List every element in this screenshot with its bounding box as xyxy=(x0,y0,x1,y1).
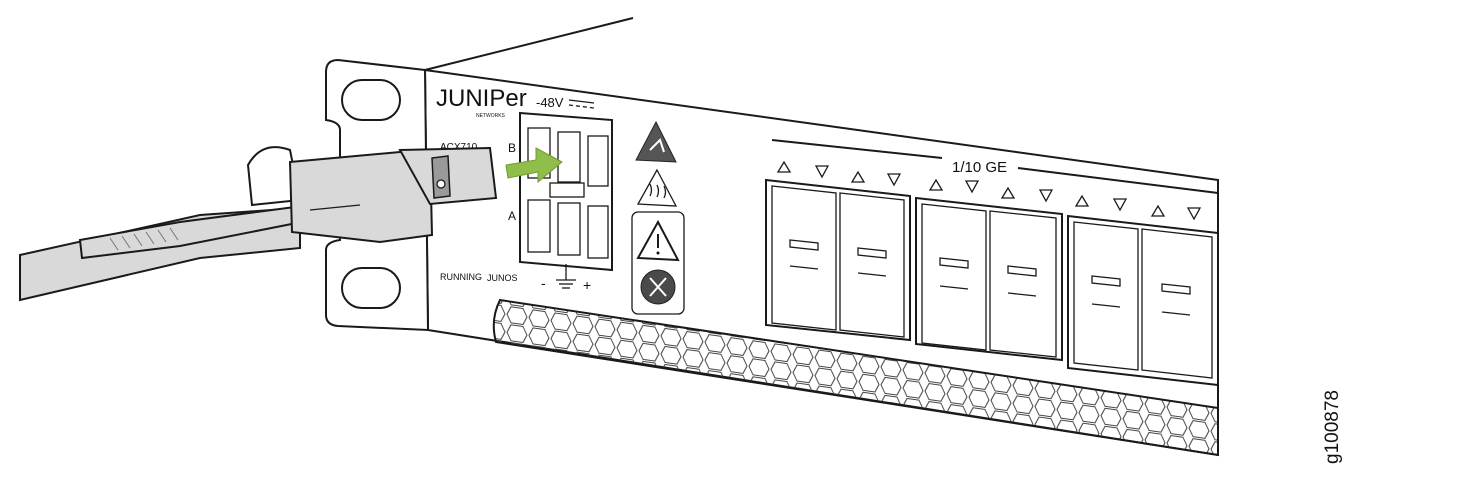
port-arrow-down-icon xyxy=(1112,198,1128,212)
port-arrow-down-icon xyxy=(1038,189,1054,203)
figure-id-container: g100878 xyxy=(1300,360,1360,470)
port-arrow-up-icon xyxy=(850,170,866,183)
port-arrow-down-icon xyxy=(886,173,902,187)
rack-ear-hole-bottom xyxy=(341,267,401,309)
vent-grille xyxy=(492,298,1219,457)
port-arrow-down-icon xyxy=(964,180,980,194)
label-plate xyxy=(631,211,685,315)
insert-arrow-icon xyxy=(505,147,563,184)
caution-icon xyxy=(636,219,680,262)
chassis-top-edge xyxy=(424,17,634,71)
running-label: RUNNING xyxy=(440,272,482,282)
esd-warning-icon xyxy=(635,120,677,163)
connector-tab xyxy=(431,155,451,199)
voltage-label: -48V xyxy=(536,95,564,110)
rack-ear-hole-top xyxy=(341,79,401,121)
port-arrow-down-icon xyxy=(814,165,830,179)
dc-symbol-solid xyxy=(568,99,595,104)
port-arrow-up-icon xyxy=(776,160,792,173)
feed-a-label: A xyxy=(508,209,516,223)
connector-seam xyxy=(309,204,361,211)
minus-label: - xyxy=(541,275,546,291)
feed-b-label: B xyxy=(508,141,516,155)
port-arrow-down-icon xyxy=(1186,207,1202,221)
junos-label: JUNOS xyxy=(487,273,518,283)
connector-tab-hole xyxy=(436,179,446,189)
port-arrow-up-icon xyxy=(928,178,944,191)
ports-group-line-left xyxy=(771,139,943,159)
ports-group-line-right xyxy=(1017,167,1219,194)
sfp-port-group-2 xyxy=(915,196,1063,362)
port-arrow-up-icon xyxy=(1000,186,1016,199)
brand-logo: JUNIPer xyxy=(436,85,527,112)
sfp-port-group-1 xyxy=(765,178,911,342)
model-label: ACX710 xyxy=(440,142,478,153)
latch-grip xyxy=(109,227,179,251)
ports-group-label: 1/10 GE xyxy=(952,159,1007,176)
recycle-icon xyxy=(640,269,676,305)
port-arrow-up-icon xyxy=(1074,194,1090,207)
port-arrow-up-icon xyxy=(1150,204,1166,217)
figure-id: g100878 xyxy=(1322,390,1343,464)
brand-sub: NETWORKS xyxy=(476,113,506,119)
hot-surface-icon xyxy=(636,168,678,207)
port-arrows xyxy=(776,160,1202,221)
plus-label: + xyxy=(583,277,591,293)
sfp-port-group-3 xyxy=(1067,214,1219,387)
ground-icon xyxy=(556,264,576,289)
